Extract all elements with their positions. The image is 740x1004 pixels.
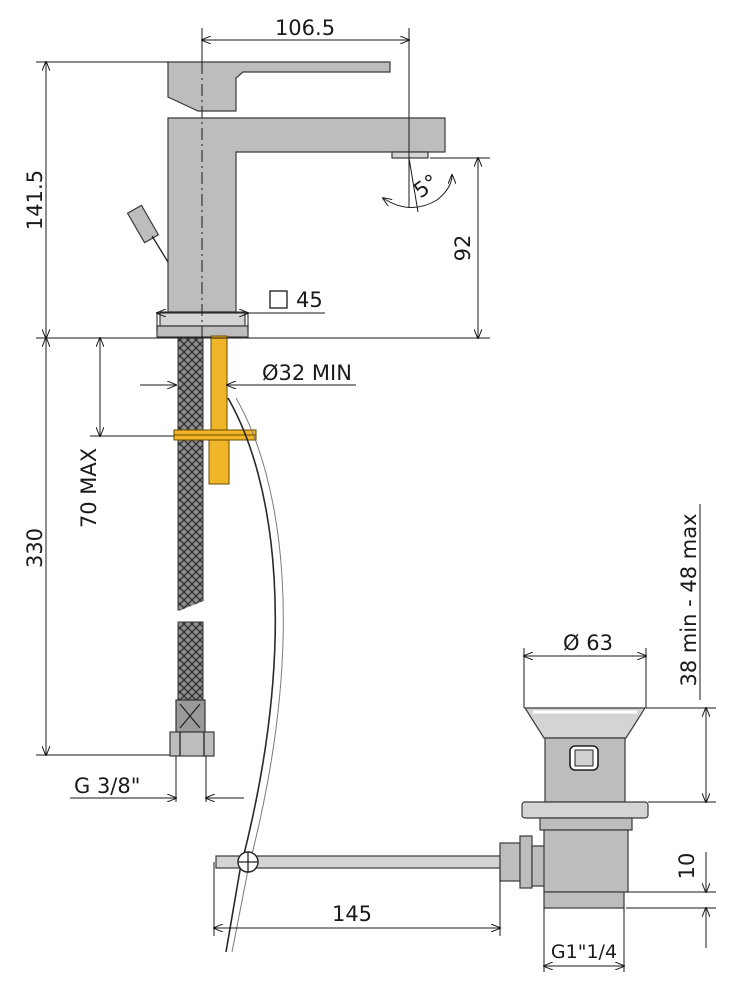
dim-basin-thickness: 38 min - 48 max <box>646 504 716 802</box>
label-spout-angle: 5° <box>409 170 442 203</box>
label-base-square: 45 <box>296 288 323 312</box>
dim-hose-thread: G 3/8" <box>70 756 244 802</box>
hose-nut <box>169 731 215 757</box>
label-rod-length: 145 <box>332 902 372 926</box>
label-waste-tail: 10 <box>675 853 699 880</box>
label-waste-thread: G1"1/4 <box>551 941 617 963</box>
lever-handle <box>167 61 391 112</box>
dim-waste-thread: G1"1/4 <box>544 908 624 972</box>
label-hole-diameter: Ø32 MIN <box>262 361 352 385</box>
faucet-spout <box>167 117 446 313</box>
label-total-height: 141.5 <box>23 170 47 230</box>
label-deck-thickness: 70 MAX <box>77 448 101 528</box>
aerator <box>391 151 429 159</box>
dim-spout-angle: 5° <box>383 157 452 213</box>
dim-deck-thickness: 70 MAX <box>77 338 174 528</box>
dim-hole-diameter: Ø32 MIN <box>140 361 356 385</box>
label-basin-thickness: 38 min - 48 max <box>677 513 701 686</box>
label-hose-thread: G 3/8" <box>74 774 140 798</box>
dim-base-square: 45 <box>157 288 325 330</box>
label-waste-head: Ø 63 <box>563 631 613 655</box>
faucet-body <box>126 40 446 345</box>
waste-assembly <box>215 707 649 909</box>
dim-spout-reach: 106.5 <box>202 16 409 208</box>
flexible-hose <box>169 337 215 757</box>
dim-waste-head: Ø 63 <box>524 631 646 708</box>
dim-rod-length: 145 <box>214 862 500 936</box>
threaded-stud <box>173 335 257 485</box>
label-outlet-height: 92 <box>451 235 475 262</box>
popup-knob <box>126 204 169 263</box>
popup-cable <box>225 397 277 953</box>
dim-hose-length: 330 <box>23 338 170 755</box>
waste-cap <box>523 707 647 739</box>
dim-outlet-height: 92 <box>430 158 490 338</box>
dim-total-height: 141.5 <box>23 62 168 338</box>
label-hose-length: 330 <box>23 528 47 568</box>
label-spout-reach: 106.5 <box>275 16 335 40</box>
dim-waste-tail: 10 <box>626 852 716 948</box>
